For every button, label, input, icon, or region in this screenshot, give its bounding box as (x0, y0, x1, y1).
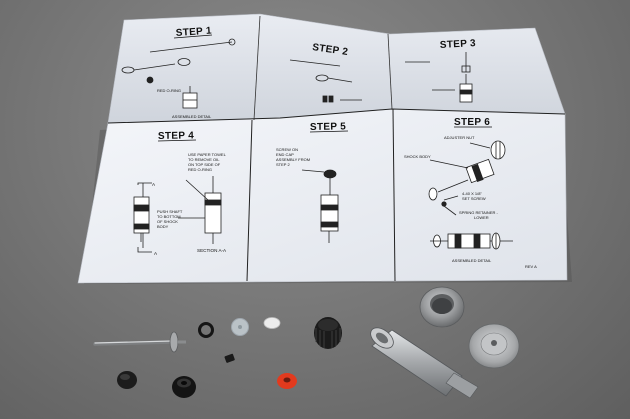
step-2-diagram (289, 59, 362, 103)
step-2-title: STEP 2 (312, 42, 349, 58)
white-piston-disc (263, 317, 281, 329)
step-5-label-4: STEP 2 (276, 162, 290, 167)
step-4-label-6: TO BOTTOM (157, 214, 181, 219)
step-5-label-2: END CAP (276, 152, 294, 157)
revision-label: REV A (525, 264, 537, 269)
step-3-diagram (405, 52, 473, 103)
step-4-marker-a-bottom: A (154, 251, 158, 256)
step-6-label-lower: LOWER (474, 215, 489, 220)
step-6-label-screw-size: 4-40 X 1/8" (462, 191, 482, 196)
black-seal-cap (172, 376, 196, 398)
step-5-label-1: SCREW ON (276, 147, 298, 152)
step-3-title: STEP 3 (440, 38, 477, 51)
step-4-diagram (133, 176, 222, 253)
step-6-label-retainer: SPRING RETAINER - (459, 210, 498, 215)
instruction-sheet: STEP 1 STEP 2 STEP 3 STEP 4 STEP 5 STEP … (77, 13, 572, 284)
step-1-diagram (121, 38, 236, 109)
step-4-label-2: TO REMOVE OIL (188, 157, 220, 162)
step-4-title: STEP 4 (158, 130, 194, 142)
step-6-diagram (428, 140, 513, 250)
step-4-marker-a-top: A (152, 182, 156, 187)
shock-body (370, 327, 479, 399)
step-5-title: STEP 5 (310, 121, 346, 133)
step-4-label-4: RED O-RING (188, 167, 212, 172)
step-4-label-8: BODY (157, 224, 169, 229)
step-4-label-7: OF SHOCK (157, 219, 178, 224)
step-6-title: STEP 6 (454, 117, 490, 128)
step-4-label-3: ON TOP SIDE OF (188, 162, 221, 167)
black-o-ring (198, 322, 214, 338)
step-6-label-body: SHOCK BODY (404, 154, 431, 159)
black-bushing (117, 371, 137, 389)
parts-group (93, 286, 520, 399)
red-o-ring (277, 373, 297, 389)
step-5-label-3: ASSEMBLY FROM (276, 157, 310, 162)
step-6-label-set-screw: SET SCREW (462, 196, 486, 201)
black-set-screw (224, 353, 235, 363)
step-4-section-label: SECTION A-A (197, 248, 227, 253)
spring-retainer (468, 323, 520, 369)
step-6-label-assembled: ASSEMBLED DETAIL (452, 258, 492, 263)
step-1-label-assembled: ASSEMBLED DETAIL (172, 114, 212, 119)
step-4-label-1: USE PAPER TOWEL (188, 152, 227, 157)
shock-shaft (93, 331, 186, 353)
step-1-label-oring: RED O-RING (157, 88, 181, 93)
step-6-label-adjuster: ADJUSTER NUT (444, 135, 475, 140)
adjuster-nut (419, 286, 465, 328)
step-4-label-5: PUSH SHAFT (157, 209, 183, 214)
black-end-cap (314, 317, 342, 349)
step-5-diagram (301, 169, 339, 243)
